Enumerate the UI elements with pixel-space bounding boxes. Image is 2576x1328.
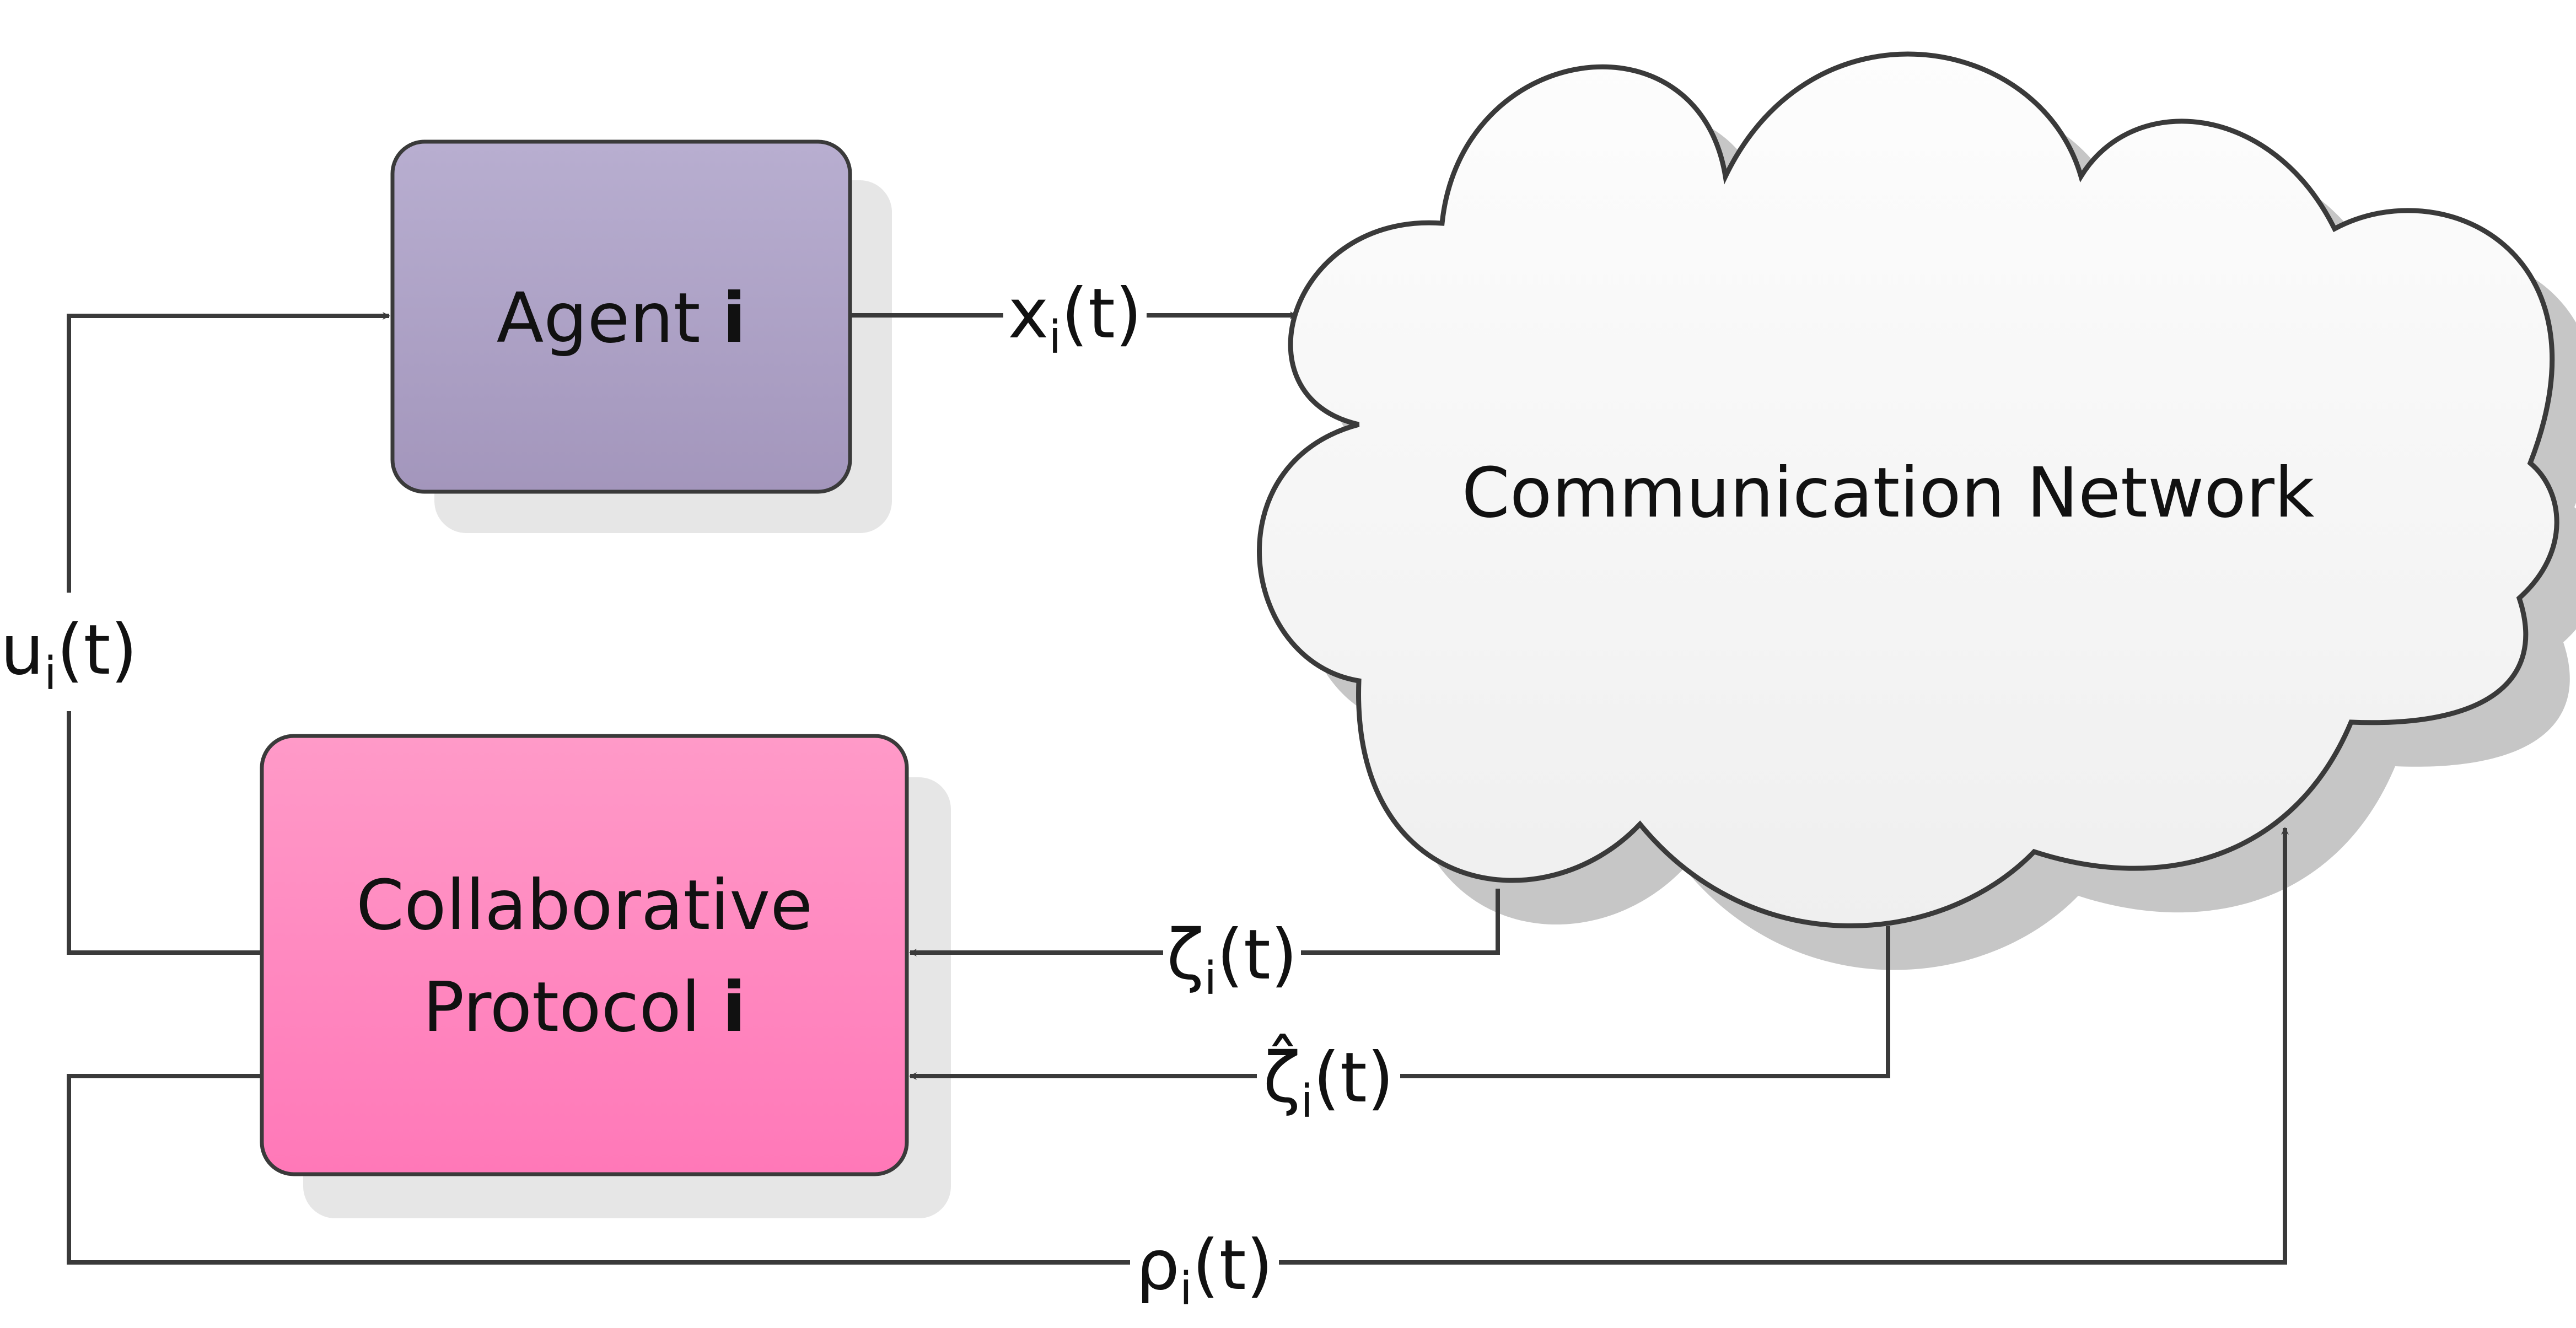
x-arg: (t) — [1061, 274, 1142, 354]
protocol-index: i — [722, 967, 746, 1047]
rho-arg: (t) — [1192, 1225, 1273, 1305]
zeta-sub: i — [1204, 953, 1217, 1005]
rho-label-text: ρi(t) — [1136, 1225, 1273, 1315]
agent-index: i — [722, 278, 746, 358]
rho-signal-wire — [67, 827, 2289, 1265]
x-signal-label: xi(t) — [1003, 271, 1147, 364]
agent-label: Agent i — [497, 278, 746, 358]
rho-signal-label: ρi(t) — [1130, 1221, 1279, 1315]
u-signal-label: ui(t) — [0, 593, 143, 711]
zeta-hat-arg: (t) — [1313, 1038, 1394, 1118]
zeta-hat-label-text: ζ̂i(t) — [1263, 1034, 1394, 1128]
zeta-label-text: ζi(t) — [1166, 915, 1297, 1005]
protocol-label-text: Protocol — [423, 967, 701, 1047]
communication-network-cloud: Communication Network — [1257, 51, 2576, 970]
zeta-signal-wire — [909, 889, 1500, 956]
protocol-label-line2: Protocol i — [423, 967, 746, 1047]
zeta-hat-label-bg — [1257, 1036, 1400, 1125]
u-label-bg — [0, 593, 143, 711]
rho-label-bg — [1130, 1221, 1279, 1315]
zeta-arg: (t) — [1217, 915, 1298, 995]
u-sub: i — [44, 648, 57, 700]
zeta-symbol: ζ — [1166, 915, 1204, 995]
x-label-bg — [1003, 271, 1147, 359]
protocol-block: Collaborative Protocol i — [260, 734, 951, 1218]
protocol-block-body — [260, 734, 909, 1176]
x-sub: i — [1048, 311, 1061, 364]
u-label-text: ui(t) — [1, 610, 138, 700]
zeta-hat-symbol: ζ̂ — [1263, 1034, 1300, 1118]
zeta-label-bg — [1163, 912, 1301, 1006]
cloud-shape — [1257, 51, 2559, 929]
agent-block: Agent i — [390, 139, 892, 533]
protocol-label-line1: Collaborative — [356, 865, 813, 945]
network-label: Communication Network — [1462, 453, 2315, 533]
x-symbol: x — [1008, 274, 1048, 354]
u-symbol: u — [1, 610, 44, 690]
zeta-signal-label: ζi(t) — [1163, 912, 1301, 1006]
agent-label-text: Agent — [497, 278, 701, 358]
x-label-text: xi(t) — [1008, 274, 1142, 364]
u-arg: (t) — [57, 610, 138, 690]
rho-symbol: ρ — [1136, 1225, 1180, 1305]
zeta-hat-sub: i — [1300, 1076, 1313, 1128]
zeta-hat-signal-wire — [909, 926, 1890, 1080]
rho-sub: i — [1180, 1263, 1192, 1315]
zeta-hat-signal-label: ζ̂i(t) — [1257, 1034, 1400, 1128]
